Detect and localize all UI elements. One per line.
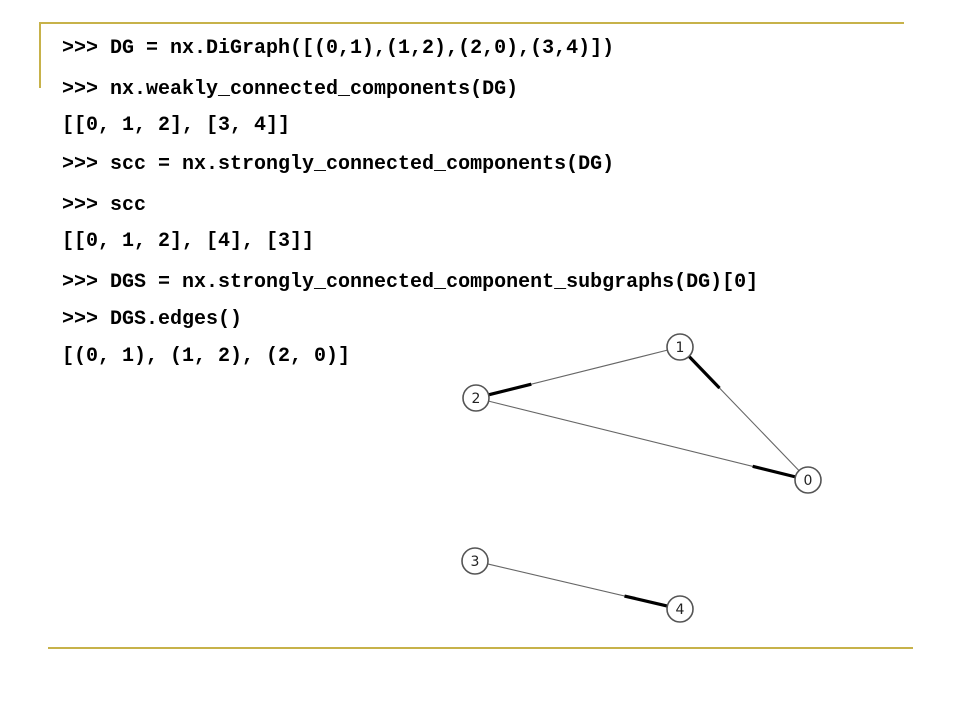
node-circle-4 (666, 595, 694, 623)
node-label-1: 1 (676, 340, 685, 356)
code-line-1: >>> DG = nx.DiGraph([(0,1),(1,2),(2,0),(… (62, 37, 615, 60)
node-4: 4 (666, 595, 694, 623)
node-label-4: 4 (676, 602, 685, 618)
code-line-3: >>> scc = nx.strongly_connected_componen… (62, 153, 615, 176)
code-line-2: >>> nx.weakly_connected_components(DG) (62, 78, 519, 101)
node-label-3: 3 (471, 554, 480, 570)
top-rule (39, 22, 904, 24)
code-line-5: >>> DGS = nx.strongly_connected_componen… (62, 271, 759, 294)
code-line-6: >>> DGS.edges() (62, 308, 243, 331)
graph-nodes: 0 1 2 3 4 (461, 333, 822, 623)
node-0: 0 (794, 466, 822, 494)
bottom-rule (48, 647, 913, 649)
code-line-4: >>> scc (62, 194, 147, 217)
node-circle-2 (462, 384, 490, 412)
edge-head-0-1 (687, 355, 721, 390)
edge-2-0 (488, 400, 796, 478)
edge-head-1-2 (488, 382, 532, 397)
output-line-1: [[0, 1, 2], [3, 4]] (62, 114, 291, 137)
node-2: 2 (462, 384, 490, 412)
node-label-2: 2 (472, 391, 481, 407)
graph-edges (487, 349, 800, 608)
left-rule (39, 22, 41, 88)
node-3: 3 (461, 547, 489, 575)
edge-head-2-0 (752, 464, 796, 479)
node-circle-1 (666, 333, 694, 361)
output-line-3: [(0, 1), (1, 2), (2, 0)] (62, 345, 351, 368)
node-circle-0 (794, 466, 822, 494)
node-1: 1 (666, 333, 694, 361)
node-label-0: 0 (804, 473, 813, 489)
edge-head-3-4 (624, 594, 668, 608)
output-line-2: [[0, 1, 2], [4], [3]] (62, 230, 315, 253)
node-circle-3 (461, 547, 489, 575)
